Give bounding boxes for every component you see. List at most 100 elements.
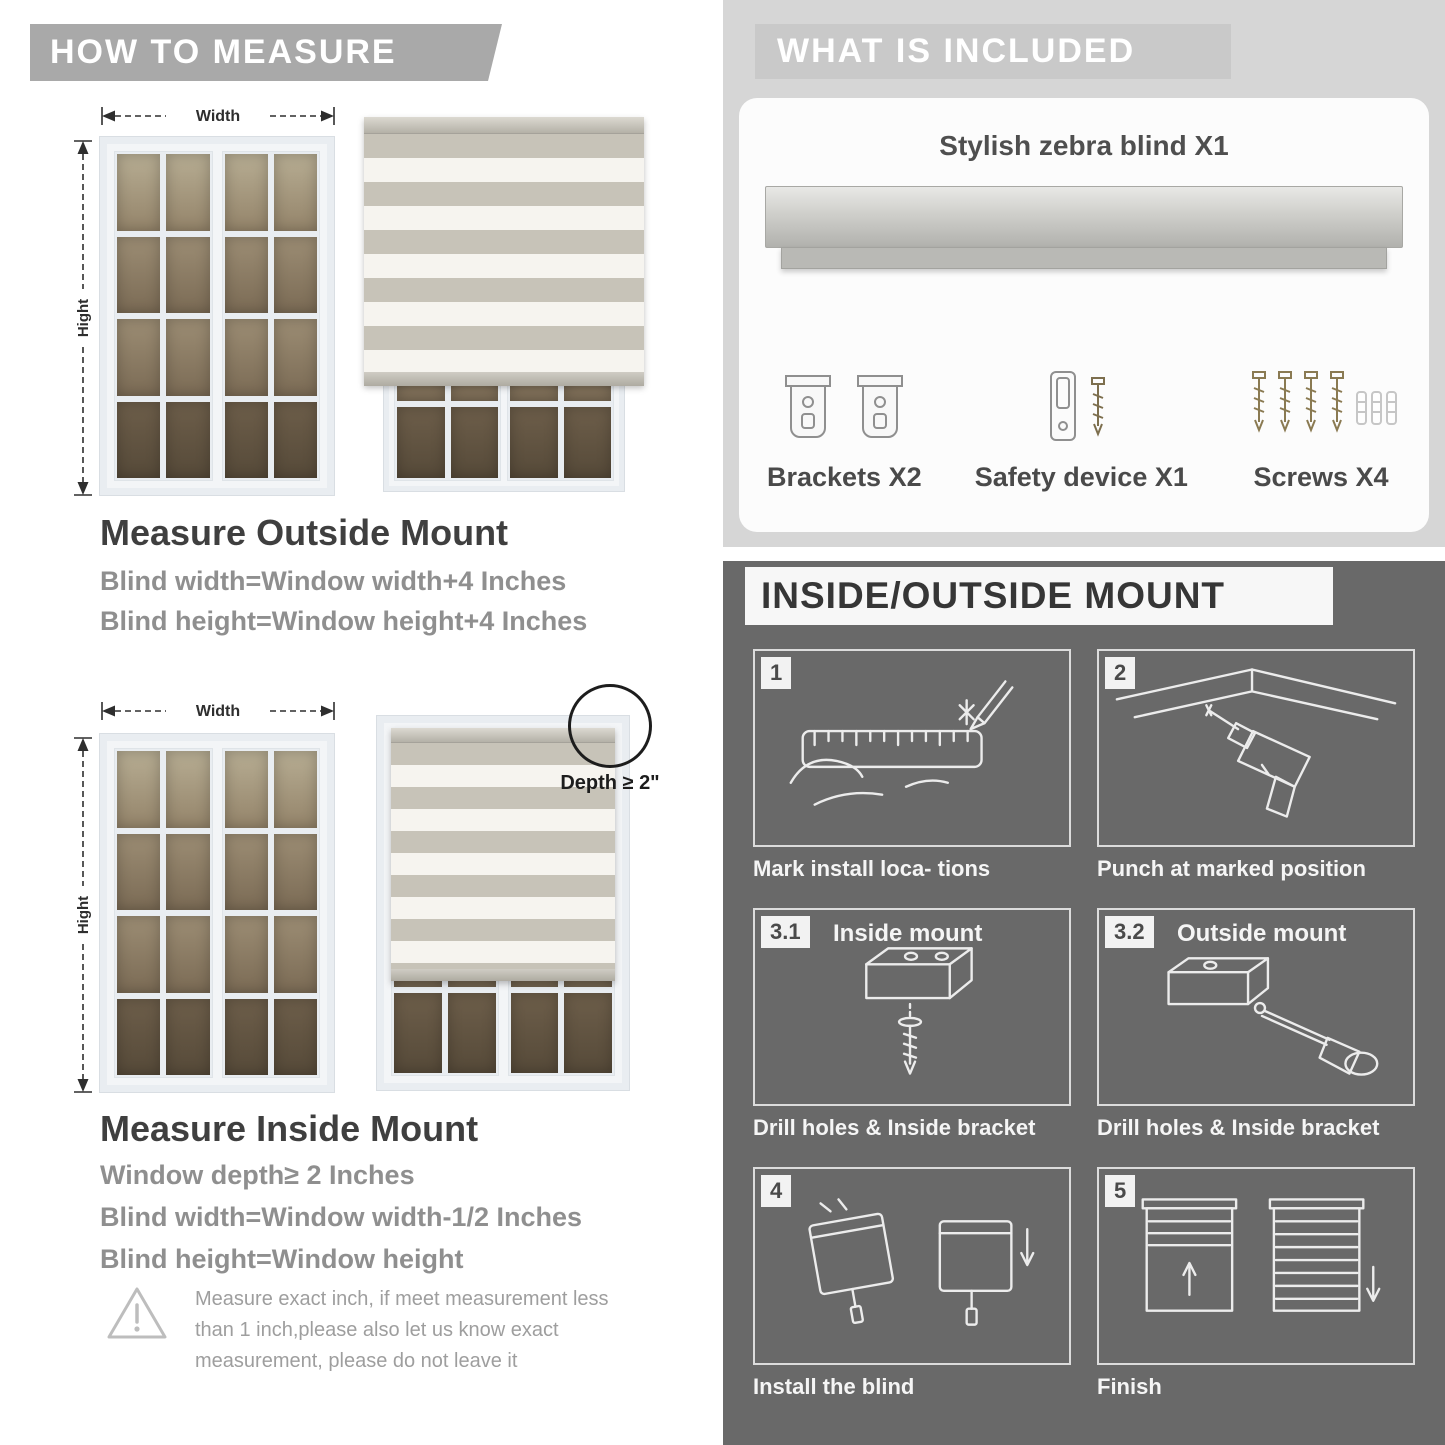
drill-illustration bbox=[1115, 668, 1397, 818]
blind-cassette bbox=[391, 728, 615, 743]
outside-mount-illustrations: Width Hight bbox=[72, 105, 657, 497]
step-4: 4 bbox=[753, 1167, 1071, 1404]
step-number: 2 bbox=[1105, 657, 1136, 689]
step-caption: Finish bbox=[1097, 1374, 1162, 1399]
blind-stripes bbox=[391, 743, 615, 969]
depth-callout-circle bbox=[568, 684, 652, 768]
clip-marks bbox=[819, 1198, 848, 1213]
height-label: Hight bbox=[75, 896, 92, 934]
mark-icon bbox=[958, 699, 975, 726]
step-2: 2 bbox=[1097, 649, 1415, 886]
warning-text: Measure exact inch, if meet measurement … bbox=[195, 1288, 609, 1372]
step-number: 1 bbox=[761, 657, 792, 689]
screw-icon bbox=[1252, 371, 1266, 433]
step-caption: Drill holes & Inside bracket bbox=[753, 1115, 1036, 1140]
included-items-panel: Stylish zebra blind X1 bbox=[739, 98, 1429, 532]
step-panel: 3.1 Inside mount bbox=[753, 908, 1071, 1106]
mount-header: INSIDE/OUTSIDE MOUNT bbox=[745, 567, 1333, 625]
step-caption: Drill holes & Inside bracket bbox=[1097, 1115, 1380, 1140]
bracket-icon bbox=[785, 375, 832, 438]
zebra-blind bbox=[364, 117, 644, 386]
what-is-included-section: WHAT IS INCLUDED Stylish zebra blind X1 bbox=[723, 0, 1445, 547]
width-arrow: Width bbox=[101, 702, 335, 720]
hand-icon bbox=[789, 758, 949, 806]
drill-icon bbox=[1205, 704, 1311, 818]
blind-bottom-rail bbox=[364, 372, 644, 386]
outside-mount-title: Measure Outside Mount bbox=[100, 512, 509, 553]
outside-bracket-illustration bbox=[1167, 957, 1379, 1076]
what-is-included-title: WHAT IS INCLUDED bbox=[777, 32, 1136, 70]
down-arrow-icon bbox=[1020, 1228, 1035, 1267]
anchor-icon bbox=[1386, 391, 1397, 425]
window-sash bbox=[221, 151, 320, 481]
how-to-measure-header: HOW TO MEASURE bbox=[30, 24, 502, 81]
window-photo bbox=[99, 136, 335, 496]
blind-cassette-image bbox=[765, 186, 1403, 248]
inside-height-formula: Blind height=Window height bbox=[100, 1244, 464, 1274]
step-3-2: 3.2 Outside mount bbox=[1097, 908, 1415, 1145]
how-to-measure-title: HOW TO MEASURE bbox=[50, 33, 397, 71]
step-number: 4 bbox=[761, 1175, 792, 1207]
mount-steps-section: INSIDE/OUTSIDE MOUNT 1 bbox=[723, 561, 1445, 1445]
outside-width-formula: Blind width=Window width+4 Inches bbox=[100, 566, 567, 596]
step-caption: Install the blind bbox=[753, 1374, 915, 1399]
height-label: Hight bbox=[75, 299, 92, 337]
mount-steps-grid: 1 bbox=[753, 649, 1415, 1404]
step-panel: 1 bbox=[753, 649, 1071, 847]
inside-bracket-illustration bbox=[865, 947, 973, 1075]
step-panel: 2 bbox=[1097, 649, 1415, 847]
height-arrow: Hight bbox=[74, 737, 92, 1093]
screw-icon bbox=[1304, 371, 1318, 433]
blind-cassette bbox=[364, 117, 644, 134]
step-panel: 5 bbox=[1097, 1167, 1415, 1365]
step-1: 1 bbox=[753, 649, 1071, 886]
included-item-brackets: Brackets X2 bbox=[767, 303, 922, 493]
mount-type-label: Inside mount bbox=[833, 920, 983, 947]
step-3-1: 3.1 Inside mount bbox=[753, 908, 1071, 1145]
bracket-icon bbox=[865, 947, 973, 1000]
safety-device-icon bbox=[1050, 371, 1106, 441]
window-sash bbox=[114, 151, 213, 481]
mark-locations-illustration bbox=[789, 680, 1014, 806]
blind-open-icon bbox=[1141, 1198, 1238, 1312]
screws-and-anchors-icon bbox=[1252, 371, 1397, 433]
outside-height-formula: Blind height=Window height+4 Inches bbox=[100, 606, 588, 636]
window-photo bbox=[99, 733, 335, 1093]
how-to-measure-section: HOW TO MEASURE Width Hight bbox=[0, 0, 713, 1445]
blind-bottom-rail bbox=[391, 969, 615, 981]
what-is-included-header: WHAT IS INCLUDED bbox=[755, 24, 1231, 79]
step-number: 3.1 bbox=[761, 916, 810, 948]
safety-device-label: Safety device X1 bbox=[974, 462, 1188, 492]
inside-mount-blind-photo bbox=[376, 715, 630, 1091]
down-arrow-icon bbox=[1366, 1287, 1381, 1302]
width-arrow: Width bbox=[101, 107, 335, 125]
inside-depth-formula: Window depth≥ 2 Inches bbox=[100, 1160, 415, 1190]
finish-illustration bbox=[1141, 1198, 1381, 1312]
step-caption: Mark install loca- tions bbox=[753, 856, 991, 881]
bracket-icon bbox=[1167, 957, 1270, 1006]
included-item-screws: Screws X4 bbox=[1241, 303, 1401, 493]
depth-callout-label: Depth ≥ 2" bbox=[560, 772, 660, 794]
measure-warning: Measure exact inch, if meet measurement … bbox=[105, 1284, 650, 1377]
outside-mount-blind-photo bbox=[364, 117, 644, 492]
screw-icon bbox=[1330, 371, 1344, 433]
blind-closed-icon bbox=[1268, 1198, 1381, 1312]
width-label: Width bbox=[196, 703, 240, 720]
inside-mount-title: Measure Inside Mount bbox=[100, 1108, 479, 1149]
warning-icon bbox=[107, 1287, 167, 1339]
screw-icon bbox=[1278, 371, 1292, 433]
install-blind-illustration bbox=[808, 1198, 1035, 1326]
screw-icon bbox=[1091, 377, 1106, 437]
step-number: 5 bbox=[1105, 1175, 1136, 1207]
bracket-icon bbox=[857, 375, 904, 438]
height-arrow: Hight bbox=[74, 140, 92, 496]
anchor-icon bbox=[1371, 391, 1382, 425]
pencil-icon bbox=[969, 680, 1014, 731]
step-caption: Punch at marked position bbox=[1097, 856, 1366, 881]
step-number: 3.2 bbox=[1105, 916, 1154, 948]
included-item-safety-device: Safety device X1 bbox=[975, 303, 1188, 493]
width-label: Width bbox=[196, 108, 240, 125]
included-items-row: Brackets X2 bbox=[767, 303, 1401, 493]
step-panel: 4 bbox=[753, 1167, 1071, 1365]
